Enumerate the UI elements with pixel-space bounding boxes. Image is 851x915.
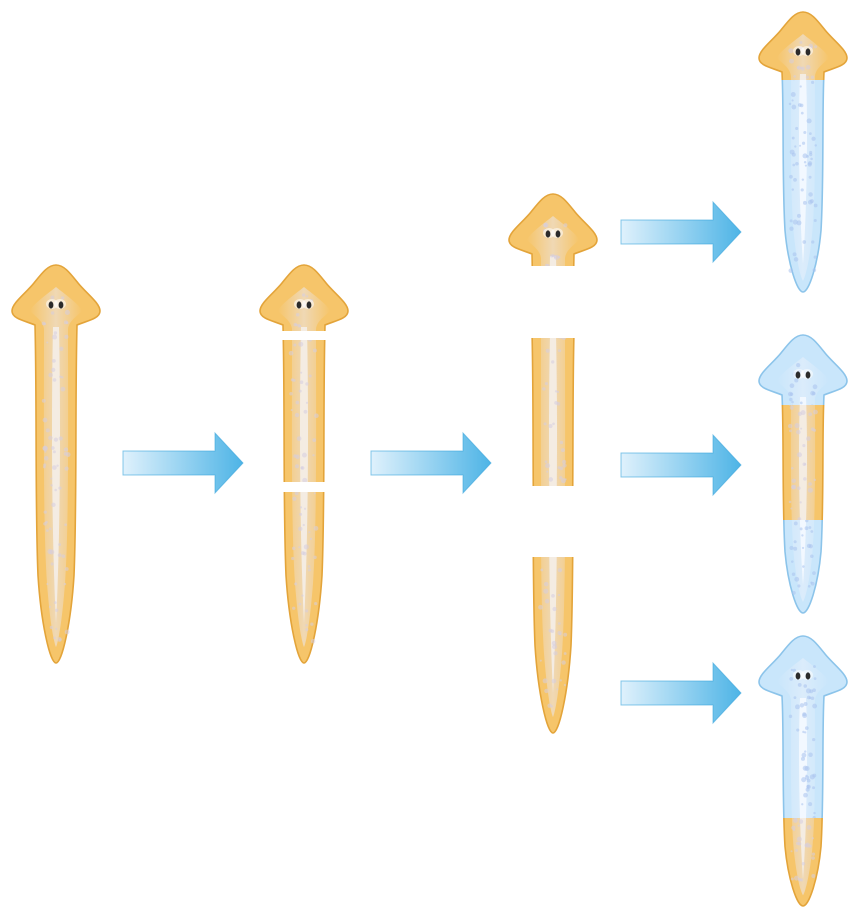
cut-line-lower: [262, 482, 346, 492]
regenerated-planarian-from-trunk: [759, 335, 847, 613]
eye-spots: [793, 46, 813, 56]
regenerated-planarian-from-head: [759, 12, 847, 292]
regenerated-planarian-from-tail: [759, 636, 847, 906]
intact-planarian: [12, 265, 100, 663]
arrow-intact-to-cut: [123, 433, 243, 493]
arrow-cut-to-fragments: [371, 433, 491, 493]
eye-spots: [46, 299, 66, 309]
eye-spots: [793, 670, 813, 680]
eye-spots: [793, 369, 813, 379]
cut-line-upper: [262, 331, 346, 340]
arrow-trunk-to-regenerated: [621, 435, 741, 495]
arrow-head-to-regenerated: [621, 202, 741, 262]
eye-spots: [294, 299, 314, 309]
cut-planarian: [260, 265, 348, 663]
eye-spots: [543, 306, 563, 316]
eye-spots: [543, 228, 563, 238]
arrow-tail-to-regenerated: [621, 663, 741, 723]
